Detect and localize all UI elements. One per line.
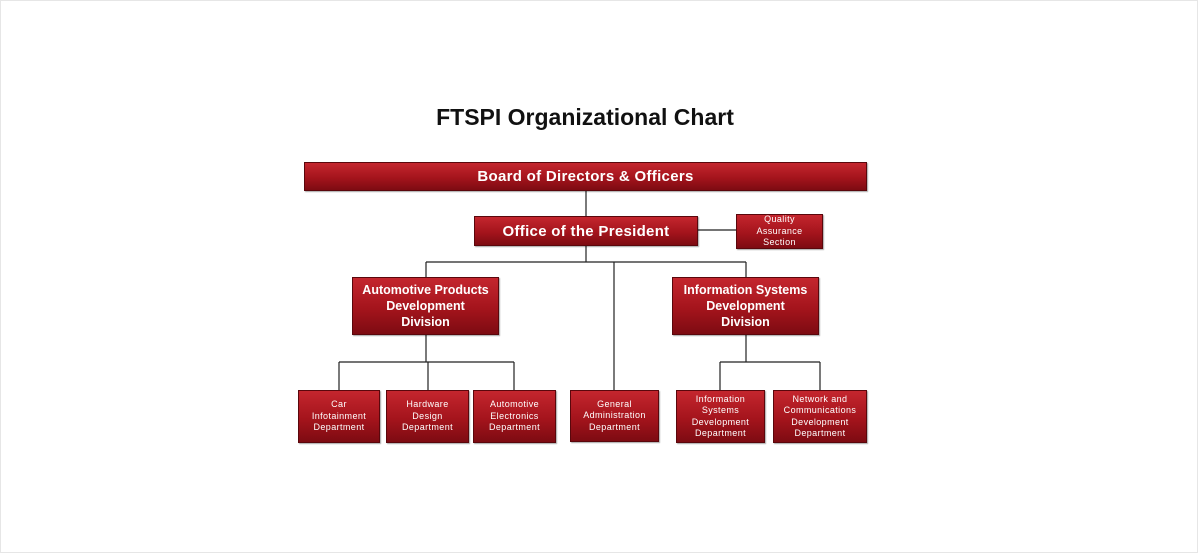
general-administration-dept-box: General Administration Department xyxy=(570,390,659,442)
automotive-electronics-dept-box: Automotive Electronics Department xyxy=(473,390,556,443)
information-systems-dept-box: Information Systems Development Departme… xyxy=(676,390,765,443)
quality-assurance-box: Quality Assurance Section xyxy=(736,214,823,249)
president-box: Office of the President xyxy=(474,216,698,246)
network-communications-dept-box: Network and Communications Development D… xyxy=(773,390,867,443)
automotive-products-division-box: Automotive Products Development Division xyxy=(352,277,499,335)
board-box: Board of Directors & Officers xyxy=(304,162,867,191)
hardware-design-dept-box: Hardware Design Department xyxy=(386,390,469,443)
car-infotainment-dept-box: Car Infotainment Department xyxy=(298,390,380,443)
chart-title: FTSPI Organizational Chart xyxy=(436,104,734,130)
information-systems-division-box: Information Systems Development Division xyxy=(672,277,819,335)
